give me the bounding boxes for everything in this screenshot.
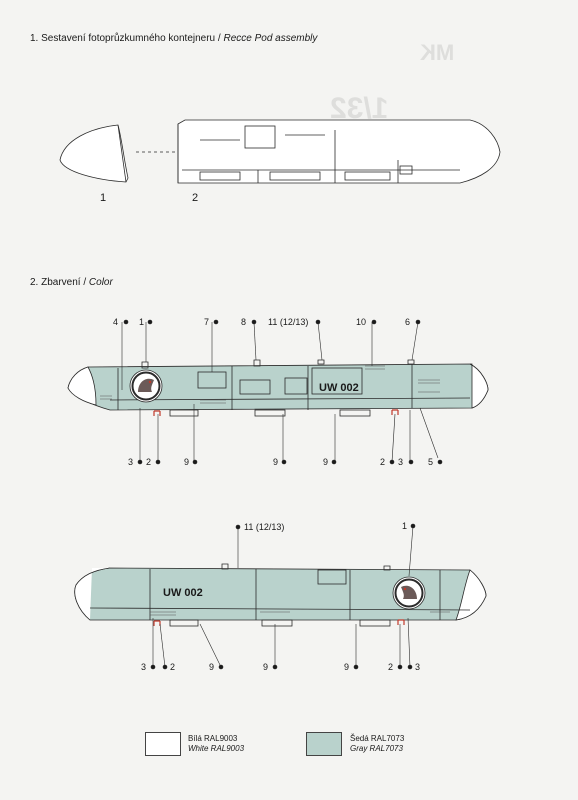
pod2-callout-label: 9 bbox=[263, 662, 268, 672]
pod1-callout-label: 9 bbox=[273, 457, 278, 467]
pod2-callout-label: 3 bbox=[415, 662, 420, 672]
pod1-callout-label: 6 bbox=[405, 317, 410, 327]
pod2-callout-label: 3 bbox=[141, 662, 146, 672]
section1-title-cz: 1. Sestavení fotoprůzkumného kontejneru … bbox=[30, 33, 221, 44]
pod1-callout-dot bbox=[315, 319, 321, 325]
pod1-callout-label: 7 bbox=[204, 317, 209, 327]
pod1-stencils bbox=[100, 365, 440, 404]
pod1-callout-label: 1 bbox=[139, 317, 144, 327]
pod2-squadron-badge bbox=[392, 576, 426, 610]
pod2-stencils bbox=[150, 611, 450, 616]
pod1-callout-label: 10 bbox=[356, 317, 366, 327]
pod2-callout-label: 9 bbox=[344, 662, 349, 672]
section2-title-en: Color bbox=[88, 277, 113, 288]
pod2-callout-dot bbox=[407, 664, 413, 670]
pod1-callout-label: 9 bbox=[323, 457, 328, 467]
pod1-callout-label: 5 bbox=[428, 457, 433, 467]
pod1-callout-dot bbox=[137, 459, 143, 465]
section2-title-cz: 2. Zbarvení / bbox=[30, 277, 87, 288]
pod2-red-markers bbox=[153, 619, 405, 626]
pod2-serial: UW 002 bbox=[163, 587, 203, 599]
pod2-callout-dot bbox=[218, 664, 224, 670]
pod1-red-markers bbox=[153, 409, 399, 416]
pod2-callout-label: 2 bbox=[170, 662, 175, 672]
pod2-callout-label: 2 bbox=[388, 662, 393, 672]
pod1-callout-dot bbox=[192, 459, 198, 465]
pod2-callout-label: 11 (12/13) bbox=[244, 522, 284, 532]
legend-swatch-white bbox=[145, 732, 181, 756]
pod2-callout-dot bbox=[272, 664, 278, 670]
pod2-callout-label: 1 bbox=[402, 521, 407, 531]
assembly-part-label: 1 bbox=[100, 192, 106, 204]
pod1-callout-dot bbox=[415, 319, 421, 325]
pod1-callout-dot bbox=[371, 319, 377, 325]
pod1-body bbox=[67, 359, 489, 417]
pod1-callout-label: 2 bbox=[380, 457, 385, 467]
pod2-callout-dot bbox=[235, 524, 241, 530]
pod1-callout-label: 9 bbox=[184, 457, 189, 467]
pod1-callout-label: 3 bbox=[398, 457, 403, 467]
pod2-callout-dot bbox=[162, 664, 168, 670]
legend-name-en: White RAL9003 bbox=[188, 744, 245, 753]
pod1-callout-dot bbox=[331, 459, 337, 465]
pod1-squadron-badge bbox=[129, 369, 163, 403]
assembly-part-label: 2 bbox=[192, 192, 198, 204]
pod1-callout-dot bbox=[437, 459, 443, 465]
pod1-callout-label: 2 bbox=[146, 457, 151, 467]
legend-swatch-gray bbox=[306, 732, 342, 756]
section2-heading: 2. Zbarvení / Color bbox=[30, 277, 113, 288]
pod1-callout-label: 8 bbox=[241, 317, 246, 327]
pod1-callout-dot bbox=[147, 319, 153, 325]
pod1-serial: UW 002 bbox=[319, 382, 359, 394]
assembly-nose-cone bbox=[59, 124, 129, 183]
pod2-callout-label: 9 bbox=[209, 662, 214, 672]
legend-name-cz: Šedá RAL7073 bbox=[350, 734, 405, 743]
pod1-callout-label: 11 (12/13) bbox=[268, 317, 308, 327]
pod2-body bbox=[74, 563, 487, 627]
legend-label-gray: Šedá RAL7073 Gray RAL7073 bbox=[350, 734, 404, 754]
section1-title-en: Recce Pod assembly bbox=[223, 33, 318, 44]
pod1-callout-dot bbox=[213, 319, 219, 325]
pod1-callout-label: 3 bbox=[128, 457, 133, 467]
callout-leaders bbox=[121, 319, 443, 670]
pod1-callout-dot bbox=[389, 459, 395, 465]
pod2-callout-dot bbox=[410, 523, 416, 529]
legend-name-cz: Bílá RAL9003 bbox=[188, 734, 238, 743]
pod1-callout-dot bbox=[281, 459, 287, 465]
section1-heading: 1. Sestavení fotoprůzkumného kontejneru … bbox=[30, 33, 317, 44]
pod2-callout-dot bbox=[397, 664, 403, 670]
pod1-callout-dot bbox=[408, 459, 414, 465]
pod2-callout-dot bbox=[150, 664, 156, 670]
assembly-pod-body bbox=[177, 119, 501, 184]
pod1-callout-dot bbox=[123, 319, 129, 325]
pod2-callout-dot bbox=[353, 664, 359, 670]
legend-label-white: Bílá RAL9003 White RAL9003 bbox=[188, 734, 244, 754]
pod1-callout-label: 4 bbox=[113, 317, 118, 327]
pod1-callout-dot bbox=[251, 319, 257, 325]
legend-name-en: Gray RAL7073 bbox=[350, 744, 403, 753]
pod1-callout-dot bbox=[155, 459, 161, 465]
